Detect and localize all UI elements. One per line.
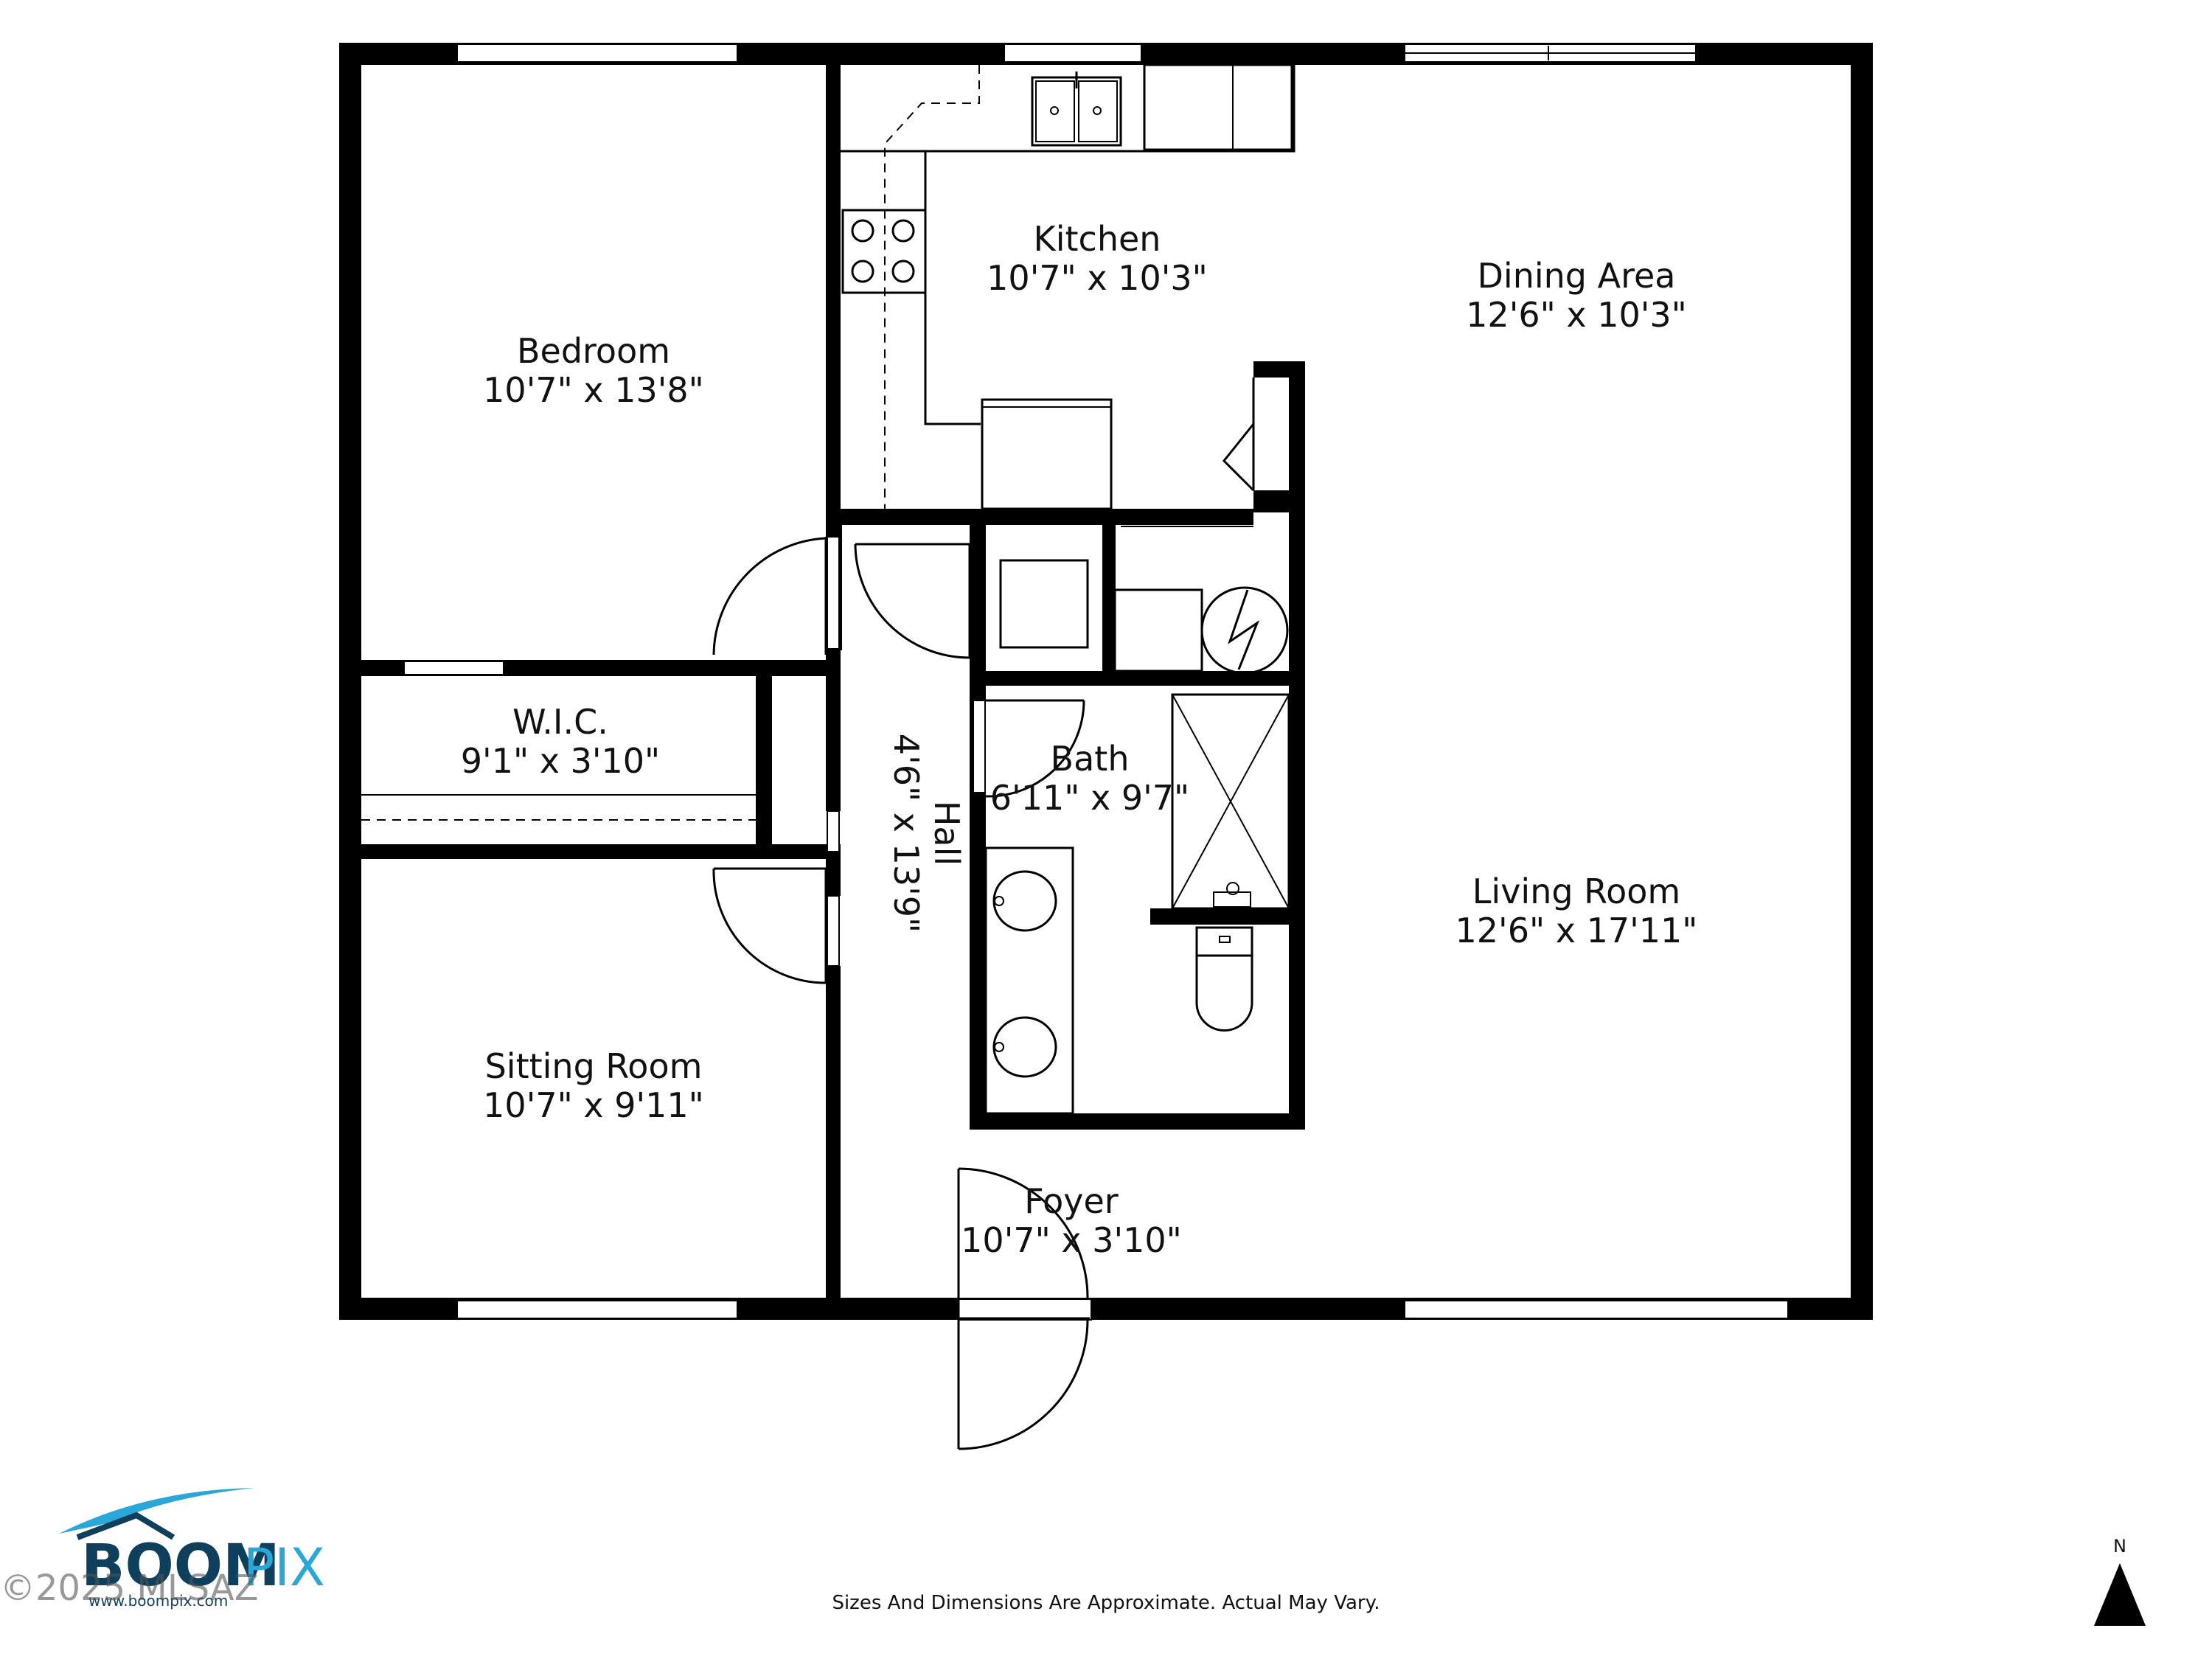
room-labels: Bedroom 10'7" x 13'8" Kitchen 10'7" x 10… <box>461 219 1698 1260</box>
bath-dims: 6'11" x 9'7" <box>990 778 1189 818</box>
hall-label: Hall 4'6" x 13'9" <box>886 734 967 933</box>
windows <box>403 44 1789 1321</box>
logo-swoosh-icon <box>59 1488 254 1534</box>
living-dims: 12'6" x 17'11" <box>1455 911 1698 950</box>
dining-name: Dining Area <box>1478 256 1676 296</box>
hall-name: Hall <box>927 801 967 866</box>
logo-name-main: BOOM <box>81 1533 280 1599</box>
sitting-dims: 10'7" x 9'11" <box>483 1085 704 1125</box>
bedroom-name: Bedroom <box>517 331 670 371</box>
logo-name-accent: PIX <box>243 1537 325 1598</box>
north-arrow-icon <box>2094 1563 2146 1626</box>
bedroom-dims: 10'7" x 13'8" <box>483 370 704 410</box>
interior-walls <box>361 65 1305 1298</box>
boompix-logo: BOOM PIX www.boompix.com ©2025 MLSAZ <box>0 1488 325 1610</box>
logo-url: www.boompix.com <box>88 1592 228 1610</box>
wic-shelf <box>361 794 756 821</box>
living-name: Living Room <box>1472 872 1680 911</box>
wic-name: W.I.C. <box>512 702 608 742</box>
disclaimer-text: Sizes And Dimensions Are Approximate. Ac… <box>832 1592 1380 1614</box>
kitchen-dims: 10'7" x 10'3" <box>987 258 1208 298</box>
doors <box>712 537 1090 1450</box>
wic-dims: 9'1" x 3'10" <box>461 741 660 781</box>
north-label: N <box>2113 1536 2126 1557</box>
kitchen-fixtures <box>841 63 1295 510</box>
utility-fixtures <box>854 519 1289 675</box>
sitting-name: Sitting Room <box>485 1046 703 1086</box>
logo-roof-icon <box>76 1512 175 1540</box>
kitchen-name: Kitchen <box>1034 219 1161 259</box>
hall-dims: 4'6" x 13'9" <box>886 734 926 933</box>
copyright-watermark: ©2025 MLSAZ <box>0 1568 259 1609</box>
bath-fixtures <box>973 693 1290 1115</box>
bath-name: Bath <box>1051 739 1130 779</box>
foyer-dims: 10'7" x 3'10" <box>961 1220 1182 1260</box>
foyer-name: Foyer <box>1024 1181 1118 1221</box>
north-arrow: N <box>2094 1536 2146 1626</box>
dining-dims: 12'6" x 10'3" <box>1466 295 1687 335</box>
